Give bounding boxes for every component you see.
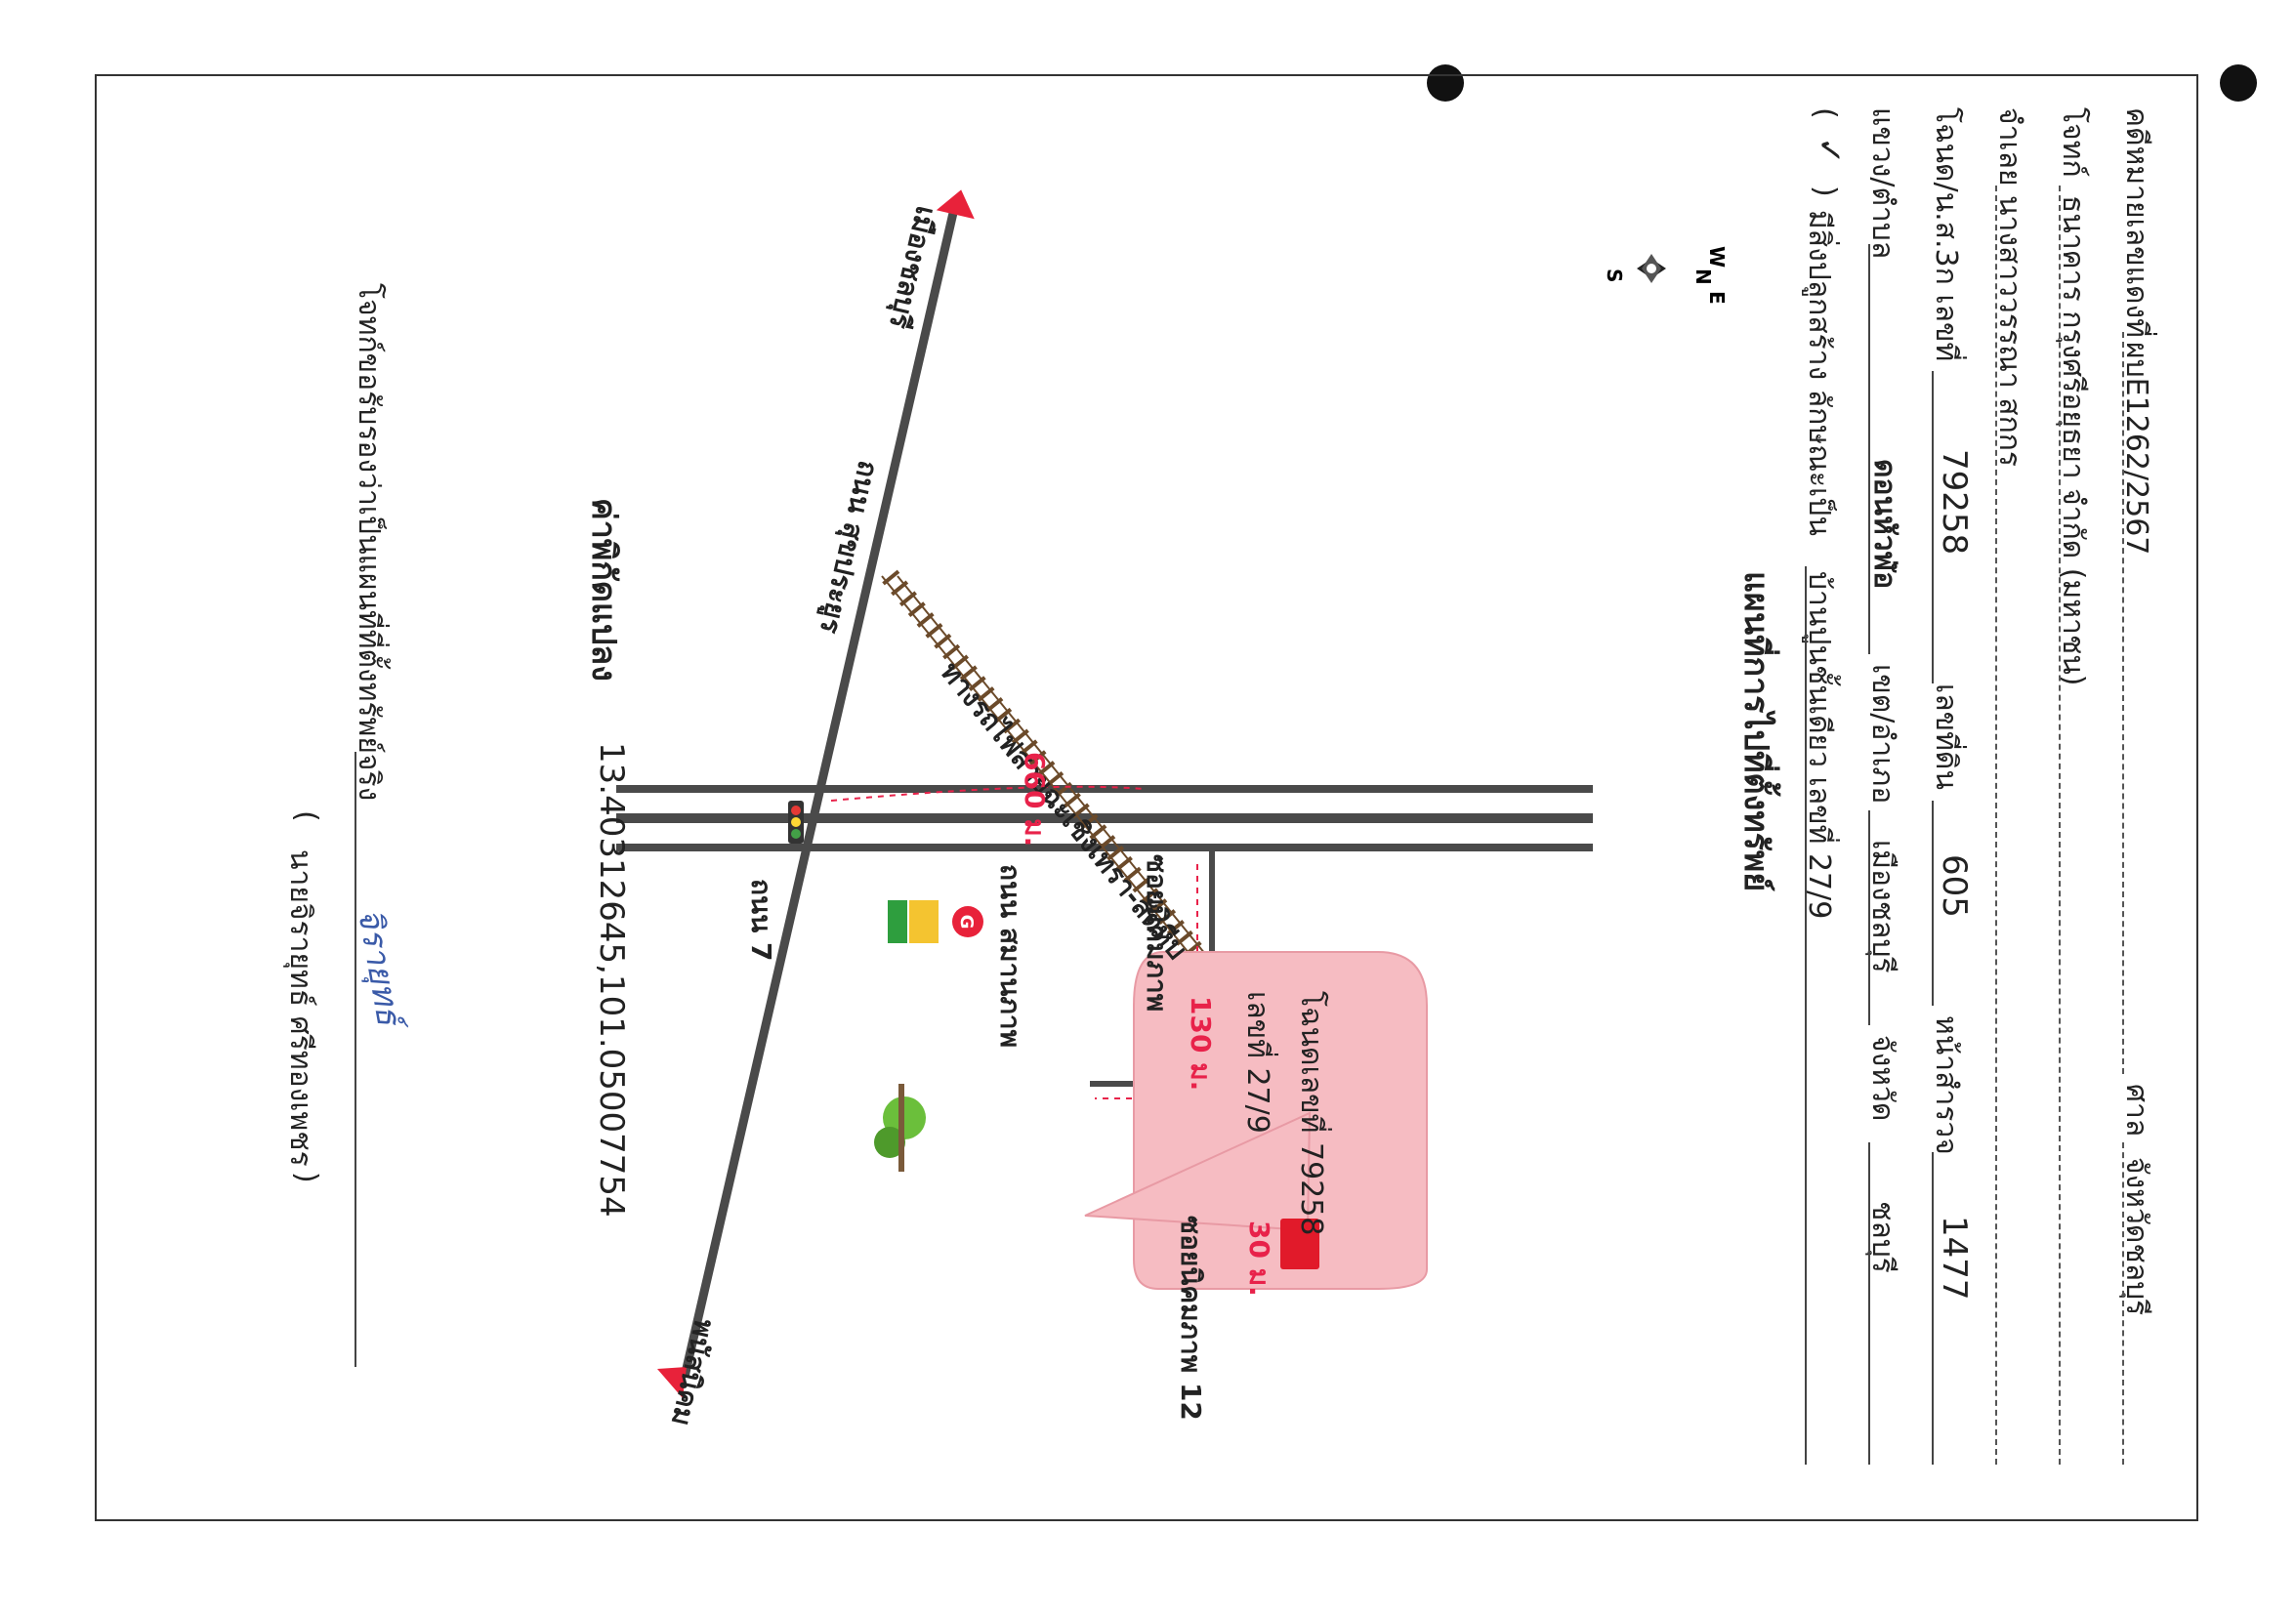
signer-name: นายจิรายุทธ์ ศรีทองเพชร bbox=[283, 849, 317, 1167]
distance-660-label: 660 ม. bbox=[1019, 752, 1051, 848]
certify-text: โจทก์ขอรับรองว่าเป็นแผนที่ที่ตั้งทรัพย์จ… bbox=[352, 283, 386, 802]
house-icon bbox=[1280, 1219, 1319, 1269]
road-7-label: ถนน 7 bbox=[745, 879, 777, 962]
callout-line2: เลขที่ 27/9 bbox=[1240, 991, 1274, 1134]
left-arrow-icon bbox=[936, 189, 975, 220]
shop-logo-icon bbox=[909, 900, 939, 943]
main-road bbox=[680, 211, 958, 1379]
distance-660 bbox=[830, 785, 1145, 802]
callout-line1: โฉนดเลขที่ 79258 bbox=[1294, 991, 1328, 1236]
traffic-light-icon bbox=[788, 801, 804, 844]
signer-close: ) bbox=[289, 1172, 323, 1183]
coord-value: 13.40312645,101.05007754 bbox=[592, 742, 631, 1218]
tree-icon bbox=[874, 1084, 926, 1172]
soi-label: ซอยนิคมภาพ bbox=[1141, 854, 1173, 1013]
compass-n: N bbox=[1691, 269, 1715, 285]
compass-w: W bbox=[1705, 246, 1729, 268]
distance-30-label: 30 ม. bbox=[1243, 1220, 1275, 1297]
signer-open: ( bbox=[289, 810, 323, 822]
road-saman-label: ถนน สมานภาพ bbox=[994, 864, 1026, 1049]
soi-12-label: ซอยนิคมภาพ 12 bbox=[1175, 1216, 1207, 1421]
distance-130-label: 130 ม. bbox=[1185, 996, 1217, 1092]
signature-line bbox=[355, 752, 356, 1367]
shop-logo-text: G bbox=[956, 915, 977, 930]
shop-logo-icon bbox=[952, 906, 983, 937]
compass-s: S bbox=[1603, 269, 1626, 282]
callout-pointer bbox=[1084, 1111, 1312, 1232]
railway-track bbox=[882, 569, 1239, 1003]
shop-logo-icon bbox=[888, 900, 907, 943]
railway-rail bbox=[881, 575, 1225, 997]
compass-rose-icon bbox=[1637, 254, 1666, 283]
right-arrow-icon bbox=[657, 1367, 687, 1398]
coord-label: ค่าพิกัดแปลง bbox=[584, 498, 623, 682]
compass-e: E bbox=[1705, 291, 1729, 305]
